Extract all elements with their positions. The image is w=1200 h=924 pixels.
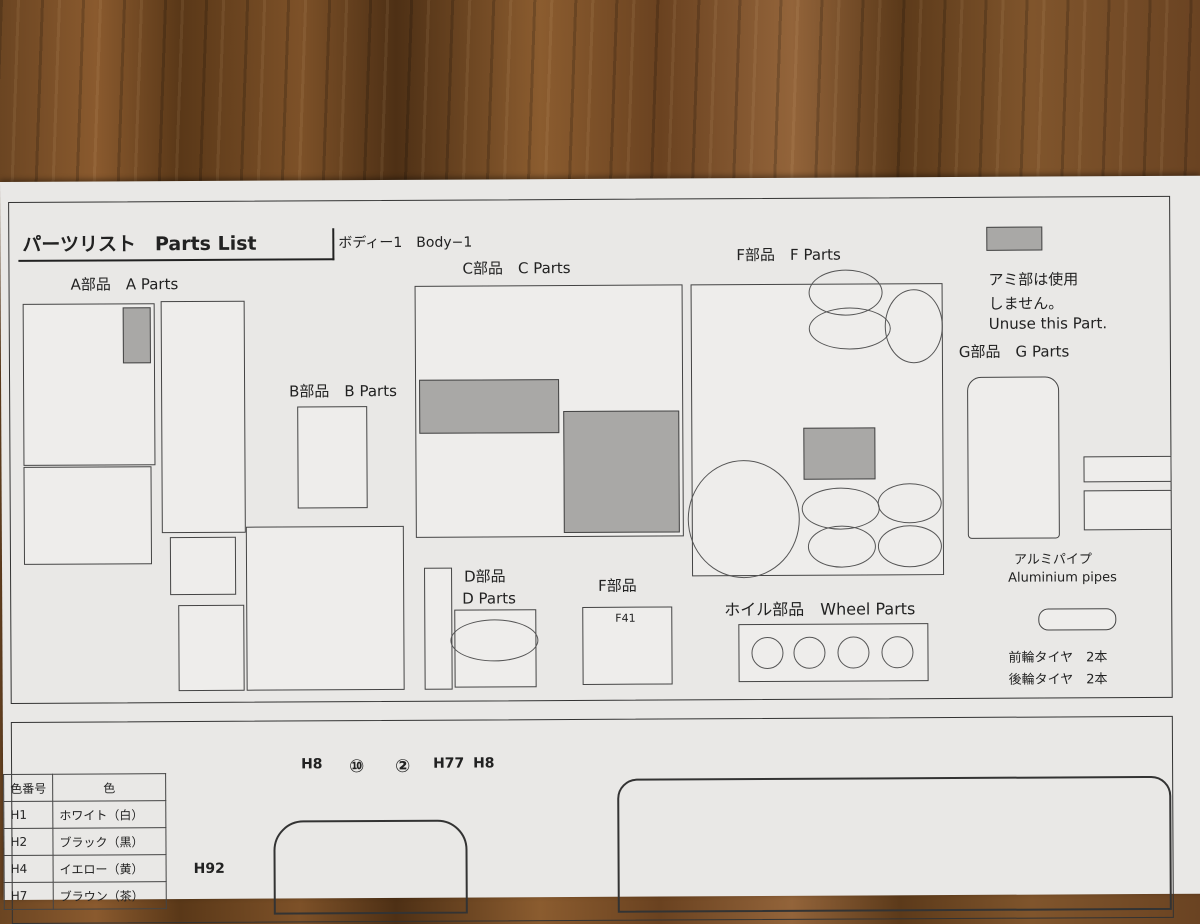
sprue-wheel: [738, 623, 929, 683]
f-small-label: F部品: [598, 576, 637, 595]
wheel: [793, 636, 826, 669]
legend-jp-1: アミ部は使用: [988, 270, 1079, 289]
d-parts-label-jp: D部品: [464, 567, 506, 586]
chassis-part: [160, 300, 246, 534]
callout: ②: [395, 755, 411, 777]
c-parts-label: C部品 C Parts: [462, 259, 571, 278]
a-parts-label: A部品 A Parts: [70, 275, 179, 294]
wood-table-background: [0, 0, 1200, 190]
sprue-g-1: [1083, 455, 1172, 483]
sprue-a-unused: [122, 307, 151, 364]
callout: ⑩: [349, 756, 365, 778]
callout: H77: [433, 755, 465, 772]
wheel: [837, 636, 870, 669]
body-shell: [967, 376, 1060, 539]
pipes-en: Aluminium pipes: [1008, 570, 1117, 586]
page-subtitle: ボディー1 Body−1: [338, 234, 473, 252]
instruction-sheet: パーツリスト Parts List ボディー1 Body−1 A部品 A Par…: [0, 175, 1200, 924]
pencil-circle: [884, 289, 943, 364]
aluminium-pipe: [1038, 608, 1117, 631]
wheel: [881, 636, 914, 669]
sprue-c-unused-2: [563, 410, 680, 534]
b-parts-label: B部品 B Parts: [289, 381, 397, 401]
callout: H92: [193, 860, 225, 877]
unused-swatch: [986, 226, 1043, 251]
callout: H8: [473, 755, 495, 772]
wheel-parts-label: ホイル部品 Wheel Parts: [724, 599, 916, 620]
car-side-drawing: [617, 775, 1172, 913]
sprue-d-strip: [424, 567, 453, 690]
sprue-small-2: [178, 604, 245, 692]
callout: H8: [301, 756, 323, 773]
sprue-c-unused: [419, 379, 560, 434]
pencil-circle: [808, 307, 891, 350]
pencil-circle: [801, 487, 880, 530]
sprue-f-unused: [803, 427, 876, 480]
rear-tires: 後輪タイヤ 2本: [1008, 672, 1108, 688]
part-number: F41: [615, 611, 636, 625]
f-parts-label: F部品 F Parts: [736, 245, 841, 265]
g-parts-label: G部品 G Parts: [958, 342, 1070, 361]
sprue-a-lower: [23, 466, 153, 565]
pencil-circle: [687, 459, 801, 579]
sprue-b: [297, 406, 368, 509]
pencil-circle: [877, 483, 942, 524]
legend-jp-2: しません。: [988, 294, 1064, 313]
table-header: 色番号: [3, 774, 53, 802]
pencil-circle: [877, 525, 943, 568]
table-header: 色: [52, 773, 166, 802]
page-title: パーツリスト Parts List: [18, 228, 335, 262]
pencil-circle: [450, 619, 539, 662]
hood-sprue: [245, 525, 405, 691]
sprue-f41: F41: [582, 606, 673, 685]
car-front-drawing: [273, 819, 468, 915]
sprue-g-2: [1083, 489, 1172, 531]
sprue-small-1: [169, 536, 237, 596]
pipes-jp: アルミパイプ: [1013, 552, 1092, 568]
legend-en: Unuse this Part.: [988, 314, 1108, 333]
wheel: [751, 636, 784, 670]
d-parts-label-en: D Parts: [462, 589, 516, 608]
pencil-circle: [807, 525, 877, 568]
front-tires: 前輪タイヤ 2本: [1008, 650, 1108, 666]
